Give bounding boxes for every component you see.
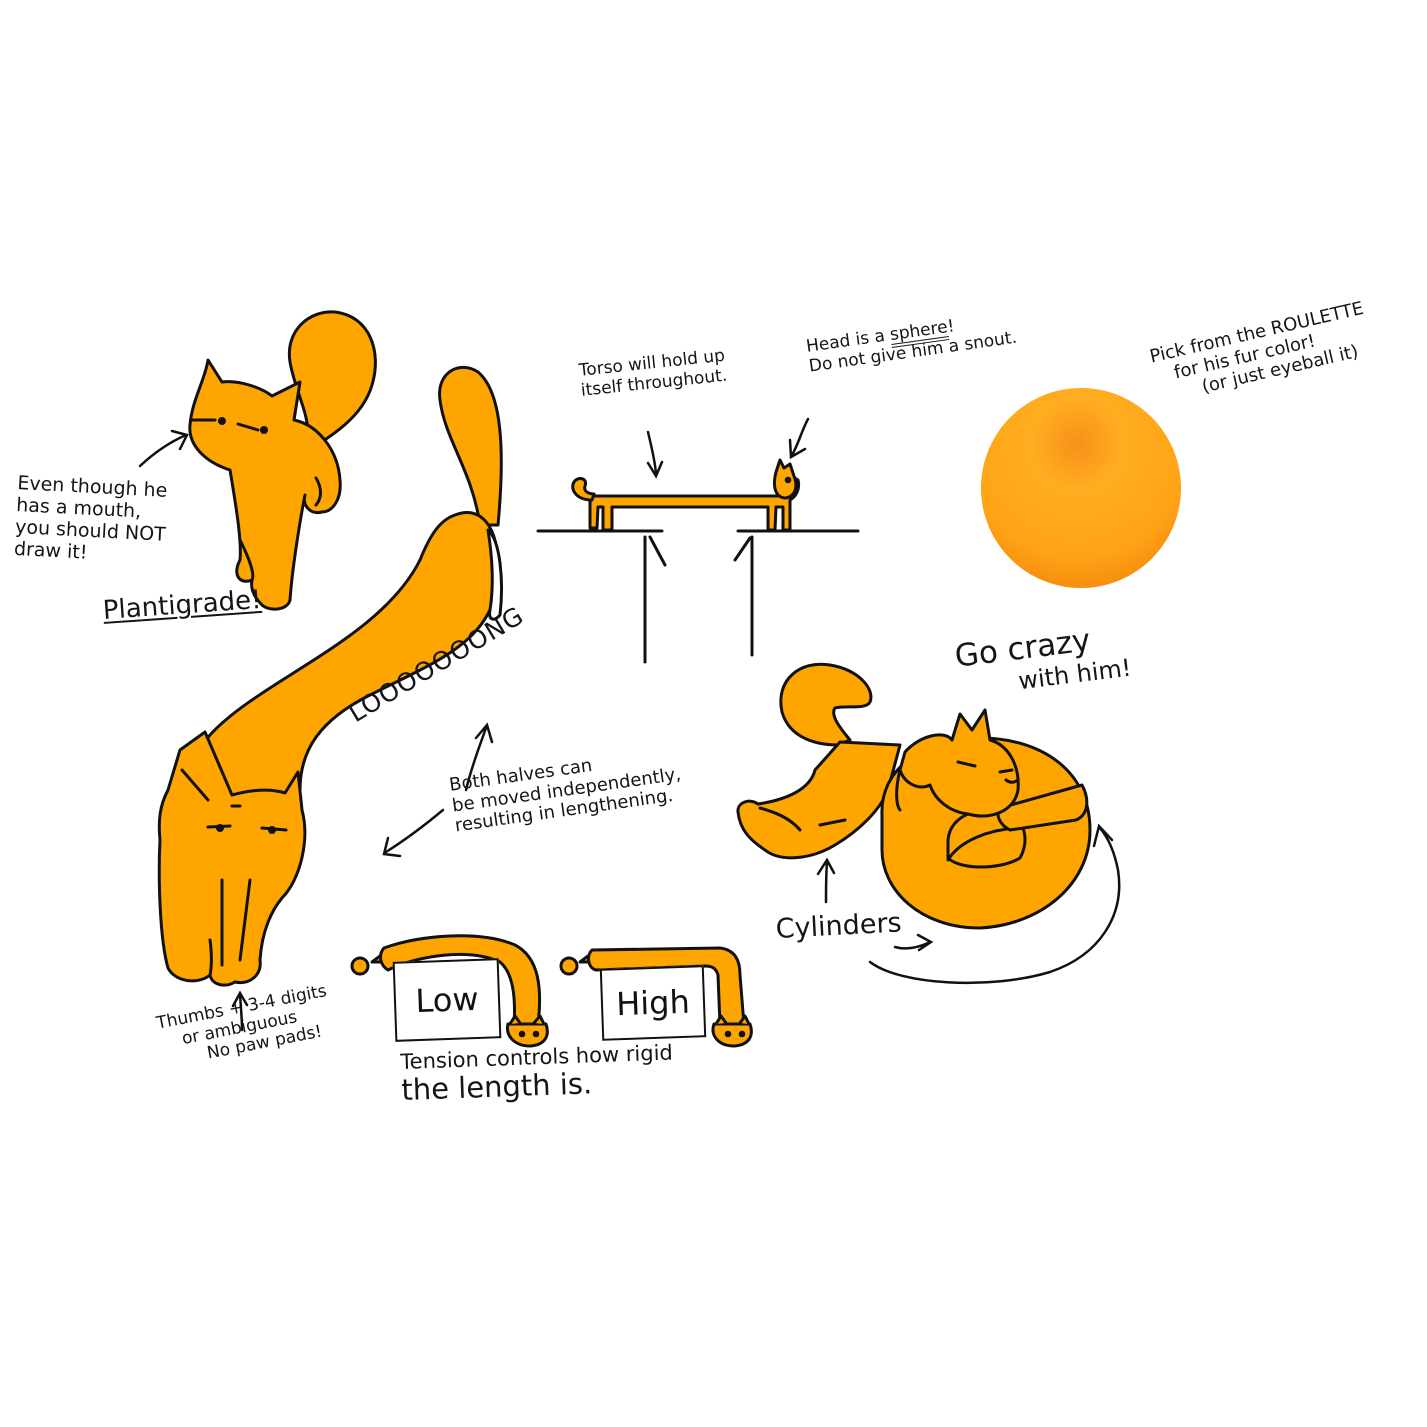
note-no-mouth: Even though he has a mouth, you should N… bbox=[13, 472, 168, 568]
curled-cat-back-leg bbox=[736, 740, 902, 860]
long-cat-tail bbox=[438, 365, 503, 527]
small-cat bbox=[188, 310, 377, 611]
long-cat bbox=[157, 365, 503, 987]
arrow-head bbox=[788, 417, 810, 460]
tension-low-cat bbox=[350, 934, 549, 1048]
note-cylinders: Cylinders bbox=[775, 907, 903, 945]
arrow-cylinders bbox=[893, 933, 934, 952]
arrow-halves bbox=[382, 808, 445, 858]
long-cat-arm bbox=[220, 878, 252, 967]
small-cat-body bbox=[188, 358, 342, 611]
long-cat-ear-inner bbox=[180, 768, 210, 802]
stretch-cat-tail bbox=[571, 477, 596, 502]
tension-high-label: High bbox=[599, 965, 707, 1041]
table-leg-left bbox=[643, 535, 667, 664]
arrow-mouth bbox=[138, 429, 189, 468]
curled-cat-tail bbox=[779, 662, 873, 747]
note-tension: Tension controls how rigid the length is… bbox=[400, 1040, 674, 1107]
arrow-thumbs bbox=[231, 990, 249, 1032]
table-leg-right bbox=[733, 535, 754, 657]
curled-cat-front-arm bbox=[996, 783, 1089, 832]
curled-cat bbox=[736, 662, 1092, 930]
arrow-legs bbox=[816, 857, 836, 904]
note-head-suffix: ! bbox=[946, 316, 956, 337]
long-cat-foot bbox=[208, 938, 213, 977]
roulette-color-swatch bbox=[981, 388, 1181, 588]
stretch-cat-body bbox=[588, 473, 801, 532]
arrow-torso bbox=[646, 430, 664, 479]
long-cat-back-leg bbox=[486, 528, 503, 621]
arrow-long bbox=[464, 722, 494, 792]
tension-low-label: Low bbox=[392, 958, 502, 1042]
table-diagram bbox=[536, 458, 860, 664]
arrow-rotate bbox=[868, 823, 1121, 985]
long-cat-head bbox=[157, 730, 307, 987]
